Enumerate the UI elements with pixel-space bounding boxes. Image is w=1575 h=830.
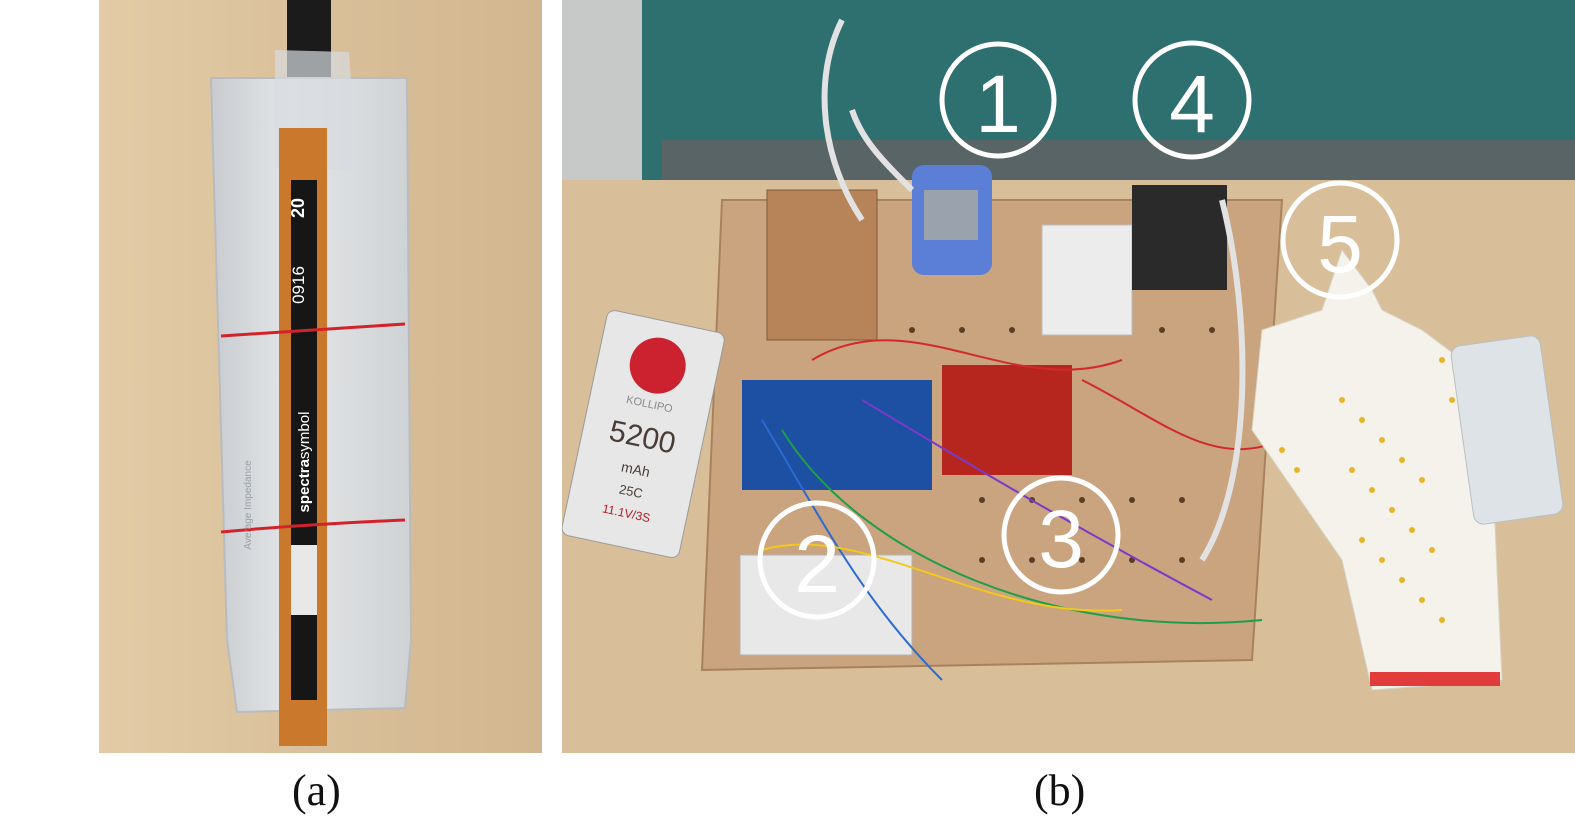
sensor-white-band — [291, 545, 317, 615]
microcontroller-board — [742, 380, 932, 490]
rubber-band-bottom — [220, 518, 406, 534]
relay-board — [942, 365, 1072, 475]
glove-cuff — [1370, 672, 1500, 686]
breadboard-bottom — [739, 554, 913, 656]
battery-unit: mAh — [620, 458, 651, 480]
sensor-brand-prefix: spectra — [296, 458, 313, 512]
rubber-band-top — [220, 322, 406, 338]
spare-silicone-pad — [1450, 335, 1564, 525]
sensor-brand-suffix: symbol — [296, 412, 313, 460]
sensor-brand: spectrasymbol — [296, 412, 313, 513]
marker-3: 3 — [1001, 475, 1121, 595]
caption-b: (b) — [1034, 766, 1086, 815]
marker-1: 1 — [939, 41, 1057, 159]
battery-rating: 25C — [618, 481, 644, 501]
marker-5-label: 5 — [1317, 199, 1363, 290]
breadboard-top — [1041, 224, 1133, 336]
marker-4-label: 4 — [1169, 59, 1215, 150]
panel-a-photo: 20 0916 spectrasymbol Average Impedance — [99, 0, 542, 753]
pump-motor — [924, 190, 978, 240]
air-tubes — [821, 18, 1246, 562]
wires — [761, 339, 1283, 681]
marker-4: 4 — [1132, 40, 1252, 160]
pad-side-text: Average Impedance — [243, 460, 254, 550]
glove-dots — [1279, 357, 1455, 623]
control-setup-photo: 5200 mAh 25C 11.1V/3S KOLLIPO — [562, 0, 1575, 753]
sensor-code: 0916 — [289, 266, 308, 304]
marker-5: 5 — [1280, 180, 1400, 300]
battery: 5200 mAh 25C 11.1V/3S KOLLIPO — [562, 310, 725, 559]
panel-b-photo: 5200 mAh 25C 11.1V/3S KOLLIPO — [562, 0, 1575, 753]
solenoid-valves — [1132, 185, 1227, 290]
marker-2: 2 — [757, 500, 877, 620]
wall-rail — [662, 140, 1575, 180]
partition — [562, 0, 642, 190]
sensor-number: 20 — [288, 198, 308, 218]
marker-3-label: 3 — [1038, 494, 1084, 585]
marker-1-label: 1 — [975, 59, 1021, 150]
flex-sensor-photo: 20 0916 spectrasymbol Average Impedance — [99, 0, 542, 753]
caption-a: (a) — [292, 766, 341, 815]
marker-2-label: 2 — [794, 519, 840, 610]
